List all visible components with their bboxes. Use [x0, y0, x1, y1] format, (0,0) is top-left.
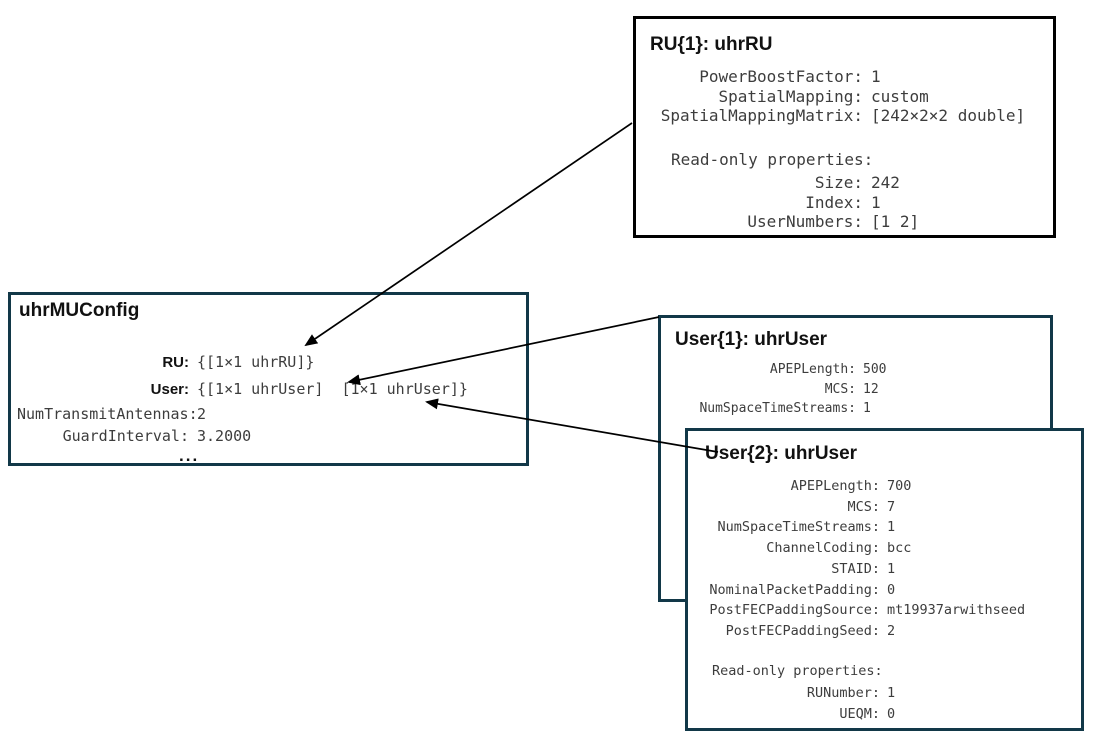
property-name: MCS:	[824, 381, 856, 397]
property-row: PostFECPaddingSeed: 2	[700, 621, 1081, 642]
property-value: 2	[887, 622, 896, 639]
property-row: NumSpaceTimeStreams: 1	[700, 517, 1081, 538]
property-row: APEPLength: 500	[673, 360, 1050, 380]
property-name: Index:	[805, 192, 863, 212]
user2-readonly-header: Read-only properties:	[712, 662, 883, 679]
property-name: NumSpaceTimeStreams:	[699, 401, 856, 416]
property-value: 700	[887, 478, 912, 494]
property-value: 3.2000	[197, 427, 252, 445]
property-value: 1	[887, 519, 896, 536]
ellipsis-label: ...	[179, 446, 200, 465]
property-name: ChannelCoding:	[766, 540, 880, 557]
property-name: UserNumbers:	[747, 212, 863, 231]
property-row: SpatialMapping: custom	[648, 87, 1053, 107]
property-name: APEPLength:	[790, 478, 880, 494]
blank-line	[636, 126, 1053, 150]
property-value: 1	[863, 401, 871, 416]
blank-line	[688, 642, 1081, 661]
property-row: PostFECPaddingSource: mt19937arwithseed	[700, 600, 1081, 621]
property-row: GuardInterval: 3.2000	[17, 425, 526, 447]
property-row: MCS: 7	[700, 497, 1081, 518]
property-value: 7	[887, 498, 896, 515]
property-row: NumTransmitAntennas:2	[17, 403, 526, 425]
mu-config-box: uhrMUConfig RU: {[1×1 uhrRU]} User: {[1×1 u…	[8, 292, 529, 466]
property-name: MCS:	[847, 498, 880, 515]
property-name: RUNumber:	[806, 685, 880, 702]
property-value: 1	[871, 192, 881, 212]
property-name: APEPLength:	[769, 362, 856, 377]
mu-config-box-title: uhrMUConfig	[19, 300, 140, 321]
user2-box-title: User{2}: uhrUser	[705, 443, 858, 464]
property-row: ChannelCoding: bcc	[700, 538, 1081, 559]
property-value: 1	[887, 685, 896, 702]
property-value: {[1×1 uhrRU]}	[197, 353, 315, 371]
property-row: MCS: 12	[673, 380, 1050, 400]
property-name: UEQM:	[839, 706, 880, 723]
property-name: STAID:	[831, 560, 880, 577]
property-value: 0	[887, 706, 896, 723]
property-value: [242×2×2 double]	[871, 106, 1026, 125]
property-value: 1	[887, 560, 896, 577]
property-row: PowerBoostFactor: 1	[648, 67, 1053, 87]
property-row: RUNumber: 1	[700, 683, 1081, 704]
property-row: APEPLength: 700	[700, 476, 1081, 497]
property-value: 12	[863, 381, 879, 397]
property-row: SpatialMappingMatrix: [242×2×2 double]	[648, 106, 1053, 126]
ru-box-title: RU{1}: uhrRU	[650, 34, 773, 55]
property-row: STAID: 1	[700, 559, 1081, 580]
user1-box-title: User{1}: uhrUser	[675, 329, 828, 350]
property-value: 242	[871, 173, 900, 192]
property-row: Index: 1	[648, 193, 1053, 213]
property-name: RU:	[162, 354, 189, 371]
property-name: PowerBoostFactor:	[699, 67, 863, 86]
property-value: 0	[887, 581, 896, 598]
property-value: mt19937arwithseed	[887, 602, 1026, 619]
property-row: Size: 242	[648, 173, 1053, 193]
property-name: PostFECPaddingSeed:	[725, 622, 880, 639]
property-value: 1	[871, 67, 881, 86]
property-row: User: {[1×1 uhrUser] [1×1 uhrUser]}	[17, 376, 526, 403]
property-name: NumSpaceTimeStreams:	[717, 519, 880, 536]
property-value: {[1×1 uhrUser] [1×1 uhrUser]}	[197, 380, 468, 398]
mu-config-object-rows: RU: {[1×1 uhrRU]} User: {[1×1 uhrUser] [1×1…	[11, 349, 526, 403]
property-value: 500	[863, 362, 887, 377]
ru-readonly-header: Read-only properties:	[671, 149, 874, 169]
property-name: SpatialMapping:	[718, 86, 864, 106]
property-row: NumSpaceTimeStreams: 1	[673, 399, 1050, 419]
property-name: NumTransmitAntennas:	[17, 405, 198, 423]
property-row: NominalPacketPadding: 0	[700, 580, 1081, 601]
property-name: SpatialMappingMatrix:	[660, 106, 863, 125]
property-row: UEQM: 0	[700, 704, 1081, 725]
property-value: 2	[197, 405, 207, 423]
property-name: User:	[150, 381, 189, 398]
property-value: [1 2]	[871, 212, 920, 231]
property-name: PostFECPaddingSource:	[709, 602, 880, 619]
property-name: GuardInterval:	[62, 427, 189, 445]
property-row: RU: {[1×1 uhrRU]}	[17, 349, 526, 376]
property-value: custom	[871, 86, 929, 106]
property-value: bcc	[887, 540, 912, 557]
property-row: UserNumbers: [1 2]	[648, 212, 1053, 232]
property-name: NominalPacketPadding:	[709, 581, 880, 598]
property-name: Size:	[814, 173, 863, 192]
